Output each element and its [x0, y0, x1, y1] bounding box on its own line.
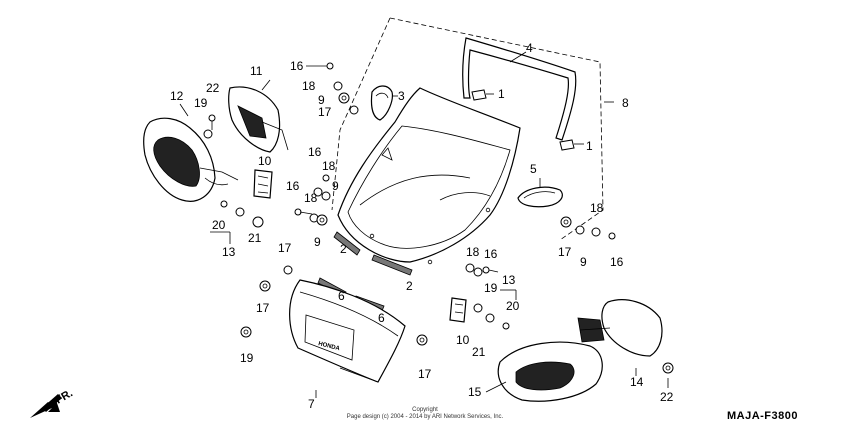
spacer-2b [371, 254, 413, 276]
copyright-line: Page design (c) 2004 - 2014 by ARI Netwo… [346, 414, 504, 420]
callout-16d: 16 [484, 247, 498, 261]
spacer-2a [333, 231, 361, 256]
callout-12: 12 [170, 89, 184, 103]
callout-9d: 9 [580, 255, 587, 269]
honda-emblem: HONDA [318, 341, 341, 352]
mirror-housing-15 [497, 341, 603, 402]
callout-1a: 1 [498, 87, 505, 101]
callout-11: 11 [250, 64, 263, 78]
direction-label: FR. [54, 387, 75, 406]
callout-17c: 17 [256, 301, 270, 315]
callout-4: 4 [526, 41, 533, 55]
mirror-base-10b [449, 297, 467, 323]
callout-6b: 6 [378, 311, 385, 325]
callout-2b: 2 [406, 279, 413, 293]
mirror-glass-14 [577, 299, 663, 357]
windscreen [337, 87, 521, 265]
callout-9b: 9 [332, 179, 339, 193]
callout-21a: 21 [248, 231, 262, 245]
callout-6a: 6 [338, 289, 345, 303]
callout-17b: 17 [278, 241, 292, 255]
callout-18a: 18 [302, 79, 316, 93]
callout-14: 14 [630, 375, 644, 389]
callout-19c: 19 [484, 281, 498, 295]
callout-13b: 13 [502, 273, 516, 287]
callout-13a: 13 [222, 245, 236, 259]
callout-3: 3 [398, 89, 405, 103]
callout-22a: 22 [206, 81, 220, 95]
callout-9c: 9 [314, 235, 321, 249]
callout-2a: 2 [340, 242, 347, 256]
callout-19a: 19 [194, 96, 208, 110]
mirror-housing-12 [143, 117, 239, 202]
callout-21b: 21 [472, 345, 486, 359]
callout-16e: 16 [610, 255, 624, 269]
callout-7: 7 [308, 397, 315, 411]
copyright-label: Copyright [412, 407, 438, 413]
clip-1b [559, 139, 575, 151]
callouts: 1 1 2 2 3 4 5 6 6 7 8 9 9 9 9 10 10 11 1… [170, 41, 674, 411]
callout-18e: 18 [590, 201, 604, 215]
callout-16a: 16 [290, 59, 304, 73]
callout-8: 8 [622, 96, 629, 110]
callout-16c: 16 [286, 179, 300, 193]
callout-10a: 10 [258, 154, 272, 168]
callout-5: 5 [530, 162, 537, 176]
hardware [203, 62, 674, 374]
leader-lines [179, 51, 669, 398]
callout-19b: 19 [240, 351, 254, 365]
callout-17a: 17 [318, 105, 332, 119]
callout-10b: 10 [456, 333, 470, 347]
callout-17e: 17 [558, 245, 572, 259]
callout-18b: 18 [322, 159, 336, 173]
mirror-glass-11 [228, 86, 289, 153]
callout-1b: 1 [586, 139, 593, 153]
callout-20b: 20 [506, 299, 520, 313]
callout-18d: 18 [466, 245, 480, 259]
front-cowl-7: HONDA [289, 279, 406, 383]
callout-18c: 18 [304, 191, 318, 205]
callout-22b: 22 [660, 390, 674, 404]
diagram-code: MAJA-F3800 [726, 410, 798, 422]
seal-3 [370, 85, 393, 121]
callout-16b: 16 [308, 145, 322, 159]
mirror-base-10a [253, 169, 273, 199]
assembly-outline [331, 17, 604, 241]
callout-20a: 20 [212, 218, 226, 232]
callout-15: 15 [468, 385, 482, 399]
callout-9a: 9 [318, 93, 325, 107]
rubber-trim-4 [462, 37, 577, 141]
callout-17d: 17 [418, 367, 432, 381]
seal-5 [517, 186, 563, 208]
clip-1a [471, 89, 487, 101]
